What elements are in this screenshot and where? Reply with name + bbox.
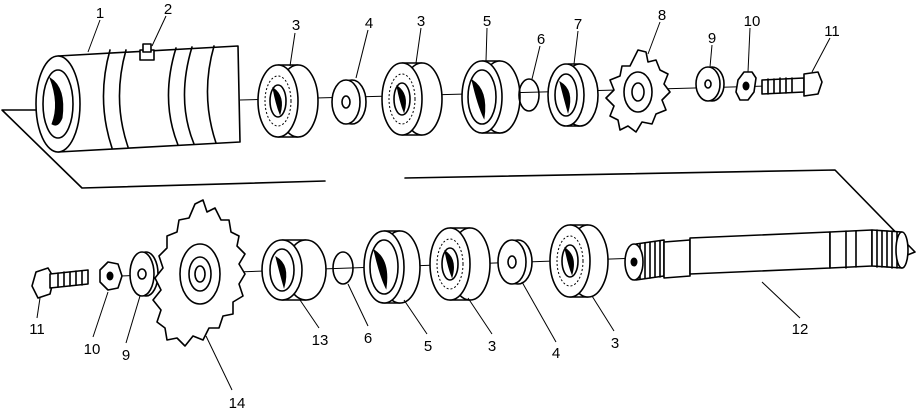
callout-upper-5: 5: [483, 13, 491, 30]
callout-labels: 1 2 3 4 3 5 6 7 8 9 10 11 11 10 9 14 13 …: [29, 1, 840, 412]
callout-upper-3b: 3: [417, 13, 425, 30]
flat-washer-upper: [695, 66, 725, 102]
callout-lower-5: 5: [424, 338, 432, 355]
callout-upper-8: 8: [658, 7, 666, 24]
callout-lower-9: 9: [122, 347, 130, 364]
bushing-upper: [547, 63, 599, 127]
callout-lower-14: 14: [229, 395, 246, 412]
spacer-washer-upper: [331, 79, 367, 125]
o-ring-lower: [332, 251, 354, 285]
small-sprocket-upper: [605, 49, 671, 133]
callout-lower-11: 11: [29, 321, 45, 338]
bearing-upper-1: [257, 64, 319, 138]
bearing-upper-2: [381, 62, 443, 136]
callout-upper-9: 9: [708, 30, 716, 47]
bolt-lower: [31, 267, 89, 299]
callout-upper-1: 1: [96, 5, 104, 22]
lock-washer-lower: [99, 261, 123, 291]
callout-upper-11: 11: [824, 23, 840, 40]
callout-lower-3b: 3: [611, 335, 619, 352]
lock-washer-upper: [735, 71, 757, 101]
bushing-lower: [261, 239, 327, 301]
leader-lines: [36, 15, 831, 391]
flat-washer-lower: [129, 251, 159, 297]
seal-bushing-upper: [461, 60, 521, 134]
callout-lower-12: 12: [792, 321, 809, 338]
large-sprocket-lower: [152, 199, 246, 347]
callout-upper-10: 10: [744, 13, 761, 30]
callout-lower-6: 6: [364, 330, 372, 347]
callout-lower-13: 13: [312, 332, 329, 349]
callout-upper-4: 4: [365, 15, 373, 32]
housing-drum: [35, 43, 241, 153]
callout-lower-4: 4: [552, 345, 560, 362]
callout-upper-3a: 3: [292, 17, 300, 34]
bearing-lower-1: [429, 227, 491, 301]
callout-upper-7: 7: [574, 16, 582, 33]
callout-lower-3a: 3: [488, 338, 496, 355]
splined-shaft: [624, 229, 909, 281]
bolt-upper: [761, 71, 823, 97]
callout-lower-10: 10: [84, 341, 101, 358]
bearing-lower-2: [549, 224, 609, 298]
o-ring-upper: [518, 78, 540, 112]
spacer-washer-lower: [497, 239, 533, 285]
seal-bushing-lower: [363, 230, 421, 304]
callout-upper-6: 6: [537, 31, 545, 48]
callout-upper-2: 2: [164, 1, 172, 18]
